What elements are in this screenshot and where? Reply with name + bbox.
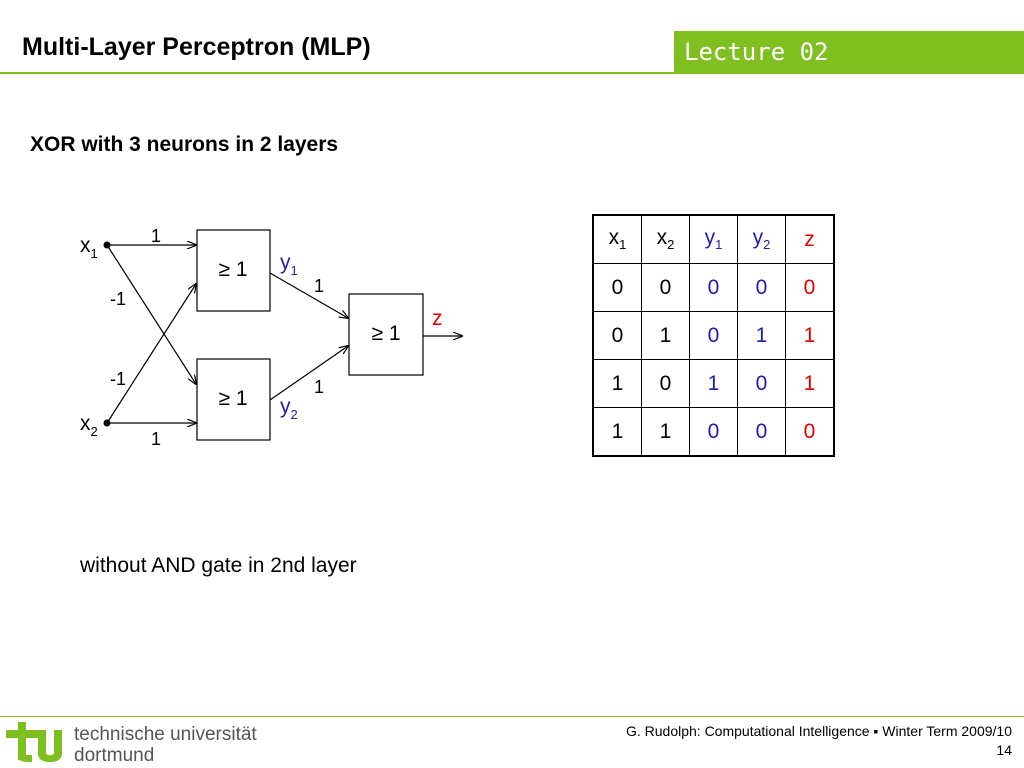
edge-neuron1-output (269, 272, 348, 318)
page-number: 14 (996, 742, 1012, 758)
table-cell: 1 (641, 407, 690, 457)
table-cell: 0 (689, 263, 738, 312)
weight-x1-neuron1: 1 (151, 226, 161, 246)
truth-table: x1 x2 y1 y2 z 0 0 0 0 0 0 1 0 1 1 1 0 1 … (592, 214, 835, 457)
output-neuron (348, 293, 424, 376)
weight-x2-neuron1: -1 (110, 369, 126, 389)
table-cell: 0 (689, 407, 738, 457)
table-header-cell: y1 (689, 214, 738, 264)
table-cell: 0 (737, 407, 786, 457)
hidden-neuron-1-label: ≥ 1 (218, 258, 247, 281)
footer-credit: G. Rudolph: Computational Intelligence ▪… (626, 722, 1012, 760)
table-row: 0 1 0 1 1 (592, 311, 835, 360)
input-label-x2: x2 (80, 412, 98, 439)
university-name-line2: dortmund (74, 745, 155, 766)
header-divider (0, 72, 674, 74)
table-cell: 1 (785, 359, 835, 408)
edge-x1-neuron2 (106, 244, 196, 384)
hidden-neuron-2 (196, 358, 271, 441)
slide-subtitle: XOR with 3 neurons in 2 layers (30, 133, 339, 156)
slide-title: Multi-Layer Perceptron (MLP) (22, 33, 371, 61)
table-cell: 0 (641, 263, 690, 312)
table-row: 1 1 0 0 0 (592, 407, 835, 457)
table-cell: 0 (641, 359, 690, 408)
table-cell: 0 (785, 407, 835, 457)
table-header-cell: y2 (737, 214, 786, 264)
weight-y2-output: 1 (314, 377, 324, 397)
table-cell: 0 (737, 263, 786, 312)
table-header-cell: x2 (641, 214, 690, 264)
table-header-cell: z (785, 214, 835, 264)
lecture-label: Lecture 02 (674, 31, 1024, 74)
table-row: 0 0 0 0 0 (592, 263, 835, 312)
table-cell: 0 (737, 359, 786, 408)
input-label-x1: x1 (80, 234, 98, 261)
table-header-cell: x1 (592, 214, 642, 264)
table-cell: 0 (785, 263, 835, 312)
weight-x2-neuron2: 1 (151, 429, 161, 449)
university-name-line1: technische universität (74, 724, 257, 745)
edge-neuron2-output (269, 346, 348, 401)
table-header-row: x1 x2 y1 y2 z (592, 214, 835, 264)
footer-credit-text: G. Rudolph: Computational Intelligence ▪… (625, 723, 1012, 739)
weight-x1-neuron2: -1 (110, 289, 126, 309)
hidden-neuron-1 (196, 229, 271, 312)
table-cell: 1 (785, 311, 835, 360)
table-cell: 1 (641, 311, 690, 360)
table-cell: 0 (592, 263, 642, 312)
hidden-output-y1: y1 (280, 251, 298, 278)
tu-logo-icon (6, 722, 62, 762)
table-cell: 1 (592, 359, 642, 408)
university-name: technische universität dortmund (74, 724, 257, 766)
table-row: 1 0 1 0 1 (592, 359, 835, 408)
output-neuron-label: ≥ 1 (371, 322, 400, 345)
hidden-neuron-2-label: ≥ 1 (218, 387, 247, 410)
table-cell: 1 (737, 311, 786, 360)
table-cell: 0 (689, 311, 738, 360)
hidden-output-y2: y2 (280, 395, 298, 422)
slide-note: without AND gate in 2nd layer (80, 554, 357, 577)
footer-divider (0, 716, 1024, 717)
table-cell: 0 (592, 311, 642, 360)
output-label-z: z (432, 307, 443, 330)
table-cell: 1 (592, 407, 642, 457)
table-cell: 1 (689, 359, 738, 408)
weight-y1-output: 1 (314, 276, 324, 296)
edge-x2-neuron1 (106, 284, 196, 424)
